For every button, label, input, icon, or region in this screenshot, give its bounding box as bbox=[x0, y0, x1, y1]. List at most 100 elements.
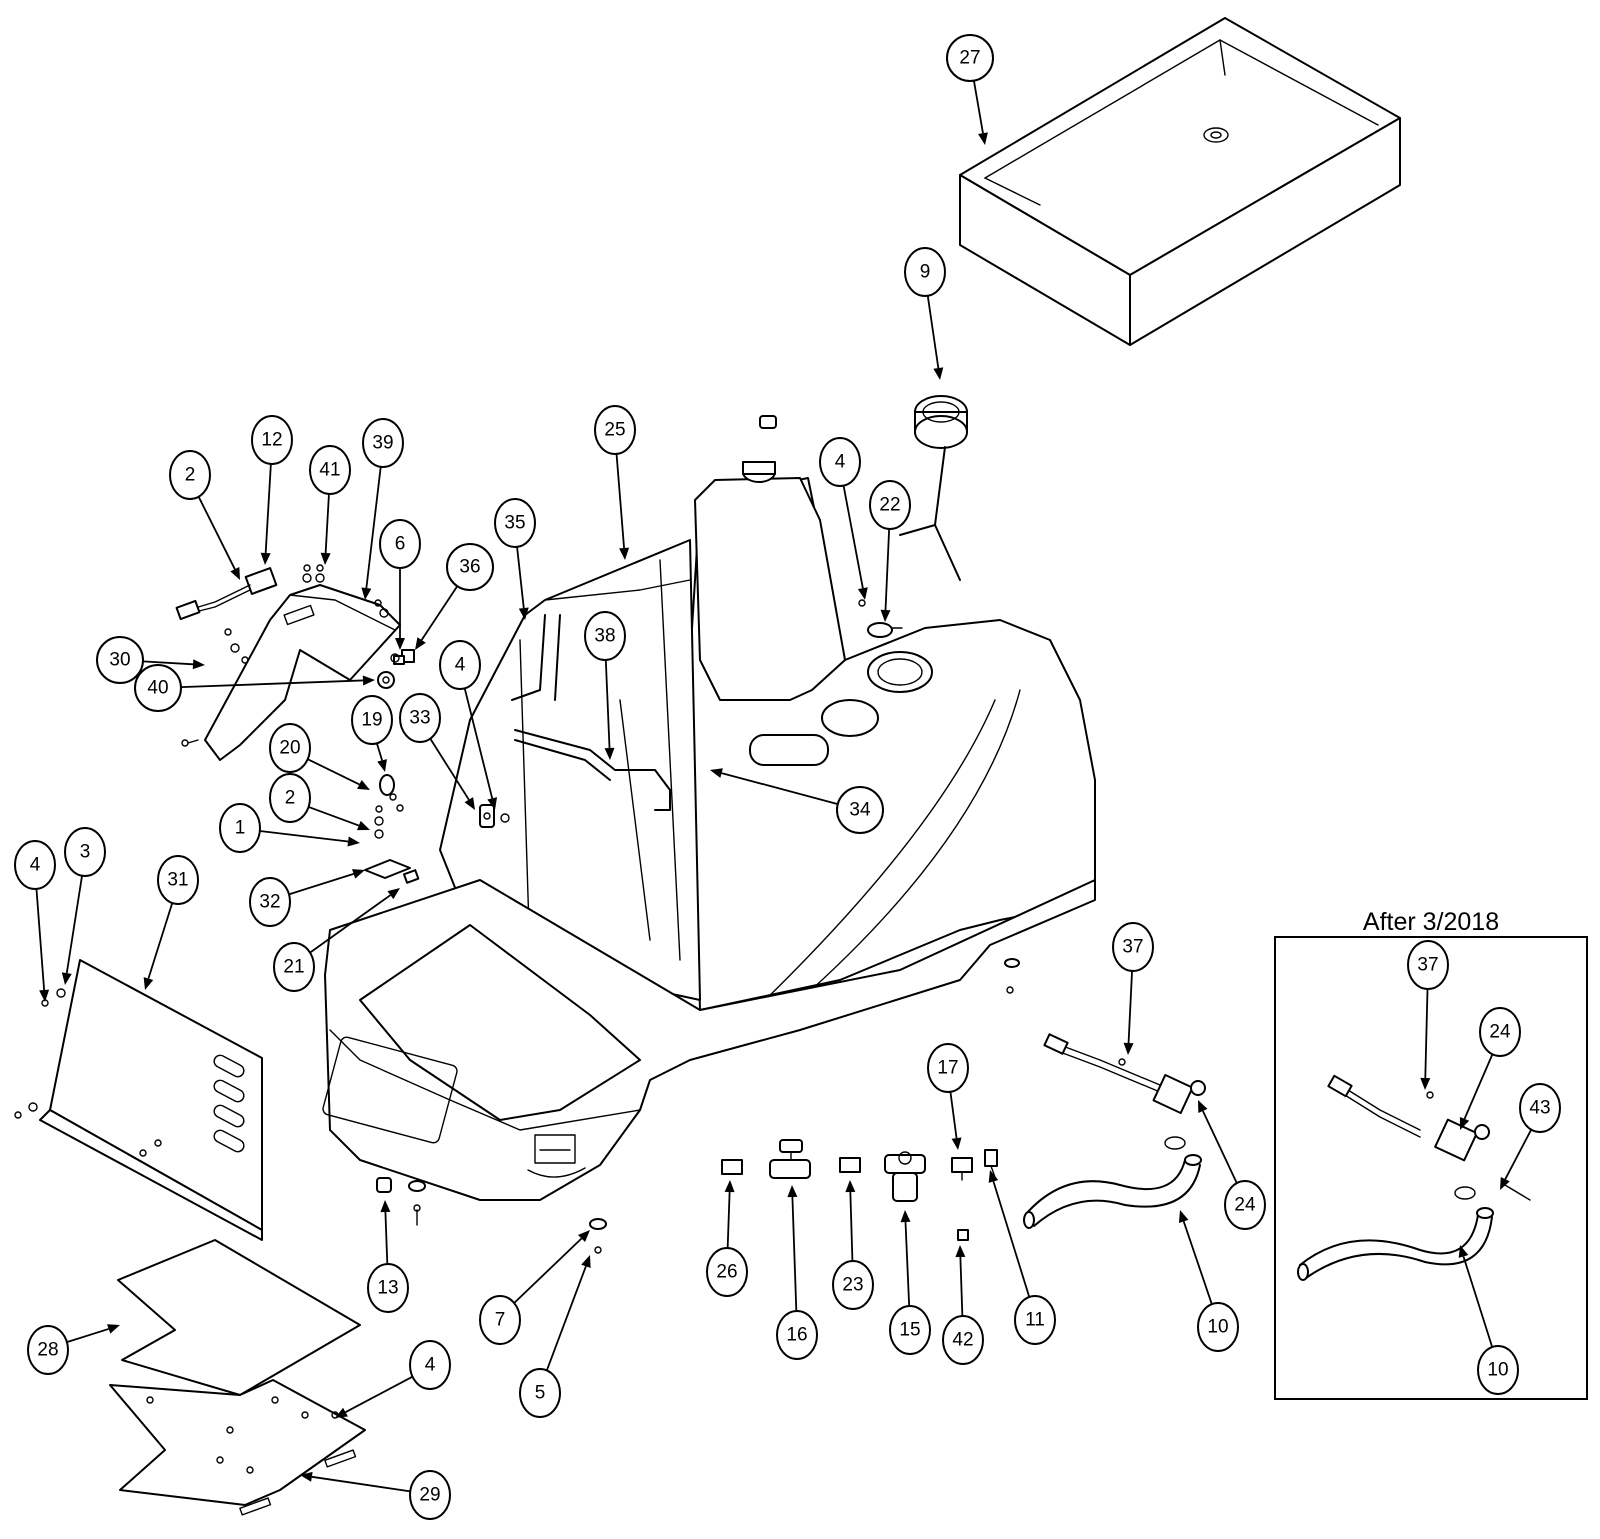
callout-leader bbox=[721, 772, 839, 805]
callout-23: 23 bbox=[832, 1180, 874, 1310]
callout-bubble bbox=[157, 855, 199, 905]
callout-label: 6 bbox=[395, 534, 406, 555]
callout-arrowhead bbox=[1458, 1245, 1469, 1258]
callout-5: 5 bbox=[519, 1255, 591, 1418]
callout-label: 40 bbox=[147, 678, 168, 699]
callout-arrowhead bbox=[1459, 1117, 1470, 1130]
fasteners-right bbox=[1004, 958, 1126, 1066]
callout-label: 34 bbox=[849, 800, 871, 821]
callout-33: 33 bbox=[399, 693, 475, 810]
callout-leader bbox=[926, 295, 940, 369]
callout-34: 34 bbox=[710, 768, 884, 834]
callout-bubble bbox=[832, 1260, 874, 1310]
part-22-clamp bbox=[867, 622, 903, 638]
callout-17: 17 bbox=[927, 1043, 969, 1150]
callout-leader bbox=[264, 463, 272, 554]
callout-arrowhead bbox=[39, 989, 50, 1002]
callout-label: 25 bbox=[604, 420, 625, 441]
part-12-switch bbox=[175, 567, 278, 621]
part-16-valve bbox=[769, 1139, 811, 1179]
callout-1: 1 bbox=[219, 803, 360, 853]
callout-29: 29 bbox=[300, 1470, 451, 1520]
callout-arrowhead bbox=[487, 797, 498, 810]
callout-37: 37 bbox=[1407, 940, 1449, 1090]
callout-leader bbox=[311, 1475, 411, 1493]
callout-label: 30 bbox=[109, 650, 130, 671]
callout-bubble bbox=[519, 1368, 561, 1418]
callout-2: 2 bbox=[269, 773, 370, 831]
callout-leader bbox=[1462, 1256, 1494, 1348]
callout-bubble bbox=[1519, 1083, 1561, 1133]
callout-label: 12 bbox=[261, 430, 282, 451]
callout-2: 2 bbox=[169, 450, 240, 580]
part-38-bracket bbox=[514, 729, 671, 811]
callout-arrowhead bbox=[387, 888, 400, 900]
callout-leader bbox=[1202, 1110, 1238, 1184]
callout-arrowhead bbox=[787, 1185, 798, 1198]
callout-7: 7 bbox=[479, 1230, 590, 1345]
callout-arrowhead bbox=[357, 779, 370, 790]
callout-bubble bbox=[706, 1247, 748, 1297]
part-9-cap-dipstick bbox=[899, 395, 968, 581]
callout-leader bbox=[791, 1196, 798, 1312]
callout-label: 22 bbox=[879, 495, 900, 516]
callout-arrowhead bbox=[230, 567, 240, 580]
callout-arrowhead bbox=[710, 768, 723, 778]
callout-4: 4 bbox=[14, 840, 56, 1002]
callout-leader bbox=[904, 1221, 911, 1307]
callout-leader bbox=[365, 466, 382, 589]
callout-label: 19 bbox=[361, 710, 382, 731]
part-7-washer bbox=[589, 1218, 607, 1254]
callout-arrowhead bbox=[380, 1200, 391, 1213]
callout-label: 2 bbox=[185, 465, 196, 486]
callout-leader bbox=[147, 902, 174, 979]
part-42-fitting bbox=[957, 1229, 969, 1241]
callout-label: 1 bbox=[235, 818, 246, 839]
part-27-tray bbox=[959, 17, 1401, 346]
callout-arrowhead bbox=[335, 1407, 348, 1418]
callout-arrowhead bbox=[988, 1170, 999, 1183]
callout-bubble bbox=[269, 773, 311, 823]
callout-bubble bbox=[942, 1315, 984, 1365]
callout-arrowhead bbox=[1123, 1042, 1134, 1055]
callout-label: 33 bbox=[409, 708, 430, 729]
callout-bubble bbox=[309, 445, 351, 495]
callout-label: 28 bbox=[37, 1340, 58, 1361]
callout-arrowhead bbox=[1420, 1077, 1431, 1090]
callout-arrowhead bbox=[724, 1180, 735, 1193]
callout-arrowhead bbox=[955, 1245, 966, 1258]
callout-bubble bbox=[927, 1043, 969, 1093]
callout-leader bbox=[309, 894, 391, 954]
callout-arrowhead bbox=[951, 1137, 962, 1150]
callout-bubble bbox=[219, 803, 261, 853]
callout-leader bbox=[307, 758, 360, 786]
callout-label: 23 bbox=[842, 1275, 863, 1296]
callout-arrowhead bbox=[260, 552, 271, 565]
callout-arrowhead bbox=[347, 836, 360, 847]
callout-4: 4 bbox=[439, 640, 498, 810]
callout-bubble bbox=[134, 664, 182, 712]
callout-arrowhead bbox=[361, 587, 372, 600]
callout-arrowhead bbox=[577, 1230, 590, 1243]
callout-40: 40 bbox=[134, 664, 375, 712]
callout-arrowhead bbox=[1500, 1177, 1510, 1190]
callout-leader bbox=[429, 738, 470, 801]
part-4-screw-upper bbox=[858, 599, 866, 607]
callout-9: 9 bbox=[904, 247, 946, 380]
part-40-fitting bbox=[377, 671, 395, 689]
callout-label: 16 bbox=[786, 1325, 807, 1346]
callout-label: 43 bbox=[1529, 1098, 1550, 1119]
callout-label: 2 bbox=[285, 788, 296, 809]
callout-22: 22 bbox=[869, 480, 911, 622]
callout-25: 25 bbox=[594, 405, 636, 560]
callout-arrowhead bbox=[107, 1324, 120, 1334]
callout-label: 38 bbox=[594, 626, 615, 647]
callout-label: 42 bbox=[952, 1330, 973, 1351]
callout-leader bbox=[1127, 970, 1133, 1044]
callout-leader bbox=[65, 875, 83, 974]
callout-leader bbox=[308, 806, 360, 827]
part-10-hose bbox=[1023, 1136, 1202, 1229]
callout-leader bbox=[959, 1256, 964, 1317]
callout-38: 38 bbox=[584, 611, 626, 760]
